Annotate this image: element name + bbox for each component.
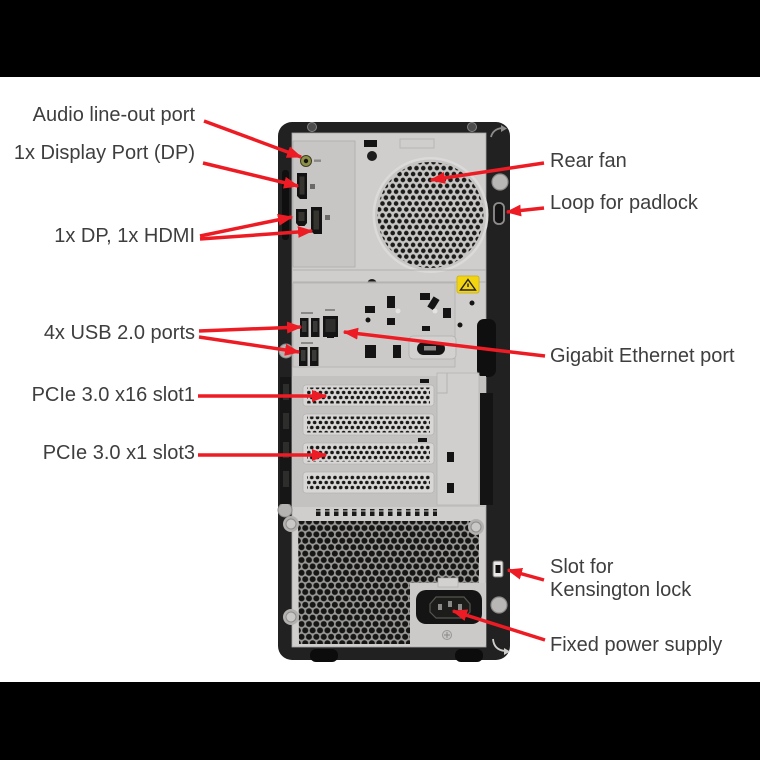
- case-foot: [455, 649, 483, 662]
- arrow-dp2: [199, 226, 314, 241]
- case-foot: [310, 649, 338, 662]
- padlock-loop-icon: [493, 202, 505, 225]
- displayport-2-icon: [311, 207, 330, 234]
- knockout: [393, 345, 401, 358]
- fan-screw-icon: [367, 151, 377, 161]
- displayport-1-icon: [297, 173, 315, 199]
- arrow-usb-row2: [198, 335, 301, 356]
- corner-arrow-icon: [492, 638, 510, 655]
- label-pcie-x16-slot1: PCIe 3.0 x16 slot1: [31, 384, 195, 406]
- label-gigabit-ethernet: Gigabit Ethernet port: [550, 345, 735, 367]
- knockout: [420, 293, 430, 300]
- slot-tab: [283, 471, 289, 487]
- pcie-slot-bracket-1: [302, 384, 435, 407]
- pcie-slot-bracket-4: [302, 471, 435, 494]
- fan-grille-holes: [377, 162, 484, 268]
- label-kensington-line2: Kensington lock: [550, 579, 692, 601]
- screw-icon: [307, 122, 317, 132]
- usb-port-icon: [311, 318, 320, 337]
- knockout: [365, 306, 375, 313]
- io-ports: [292, 138, 486, 283]
- arrow-usb-row1: [198, 321, 303, 334]
- knockout: [427, 296, 440, 311]
- usb-ethernet-cluster: [299, 309, 338, 366]
- arrow-hdmi: [199, 214, 294, 238]
- case-handle-recess: [282, 170, 289, 240]
- slot-number-strip: [280, 377, 291, 504]
- thumbscrew-icon: [491, 173, 509, 191]
- usb-port-icon: [310, 347, 319, 366]
- warning-icon: [456, 275, 480, 294]
- knockout: [387, 296, 395, 308]
- pcie-slot-bracket-2: [302, 413, 435, 436]
- usb-icon: [301, 312, 313, 314]
- screw-hole: [395, 308, 401, 314]
- usb-port-icon: [300, 318, 309, 337]
- corner-arrow-icon: [490, 125, 507, 138]
- label-pcie-x1-slot3: PCIe 3.0 x1 slot3: [42, 442, 195, 464]
- arrow-kensington: [506, 568, 545, 582]
- usb-icon: [301, 342, 313, 344]
- knockout: [387, 318, 395, 325]
- label-padlock-loop: Loop for padlock: [550, 192, 698, 214]
- usb-port-icon: [299, 347, 308, 366]
- ethernet-port-icon: [323, 316, 338, 338]
- arrow-gigabit-ethernet: [342, 327, 546, 358]
- knockout-hole: [457, 322, 463, 328]
- psu-vent-holes: [298, 521, 479, 644]
- arrow-rear-fan: [429, 161, 545, 184]
- panel-seam: [399, 138, 435, 149]
- thumbscrew-icon: [490, 596, 508, 614]
- screw-icon: [283, 516, 299, 532]
- arrow-padlock-loop: [505, 204, 545, 217]
- label-fixed-power-supply: Fixed power supply: [550, 634, 723, 656]
- screw-icon: [467, 122, 477, 132]
- label-usb-ports: 4x USB 2.0 ports: [43, 322, 195, 344]
- knockout-hole: [469, 300, 475, 306]
- annotation-arrows: [198, 119, 546, 642]
- vent-knockout: [364, 140, 377, 147]
- hdmi-port-icon: [296, 209, 307, 226]
- knockout-hole: [365, 317, 371, 323]
- knockout: [443, 308, 451, 318]
- knockout: [422, 326, 430, 331]
- slot-tab: [283, 384, 289, 400]
- mid-knockout-panel: [292, 282, 496, 377]
- label-display-port: 1x Display Port (DP): [13, 142, 195, 164]
- label-audio-line-out: Audio line-out port: [32, 104, 195, 126]
- rear-fan: [367, 151, 489, 289]
- ethernet-icon: [325, 309, 335, 311]
- label-rear-fan: Rear fan: [550, 150, 627, 172]
- pcie-slot-bracket-3: [302, 442, 435, 465]
- arrow-power-supply: [451, 609, 546, 642]
- knockout: [365, 345, 376, 358]
- screw-icon: [283, 609, 299, 625]
- arrow-audio-line-out: [203, 119, 303, 159]
- screw-hole: [432, 308, 438, 314]
- kensington-slot-hole: [495, 565, 501, 573]
- thumbscrew-icon: [277, 502, 293, 518]
- arrow-display-port: [202, 161, 300, 189]
- audio-line-out-jack-icon: [300, 155, 321, 167]
- vent-strip: [314, 509, 437, 516]
- screw-icon: [442, 630, 452, 640]
- slot-tab: [283, 442, 289, 458]
- slot-tab: [283, 413, 289, 429]
- label-kensington-line1: Slot for: [550, 556, 614, 578]
- screw-icon: [468, 519, 484, 535]
- label-dp-hdmi: 1x DP, 1x HDMI: [54, 225, 195, 247]
- psu-area: [283, 516, 486, 645]
- card-retainer: [418, 372, 493, 506]
